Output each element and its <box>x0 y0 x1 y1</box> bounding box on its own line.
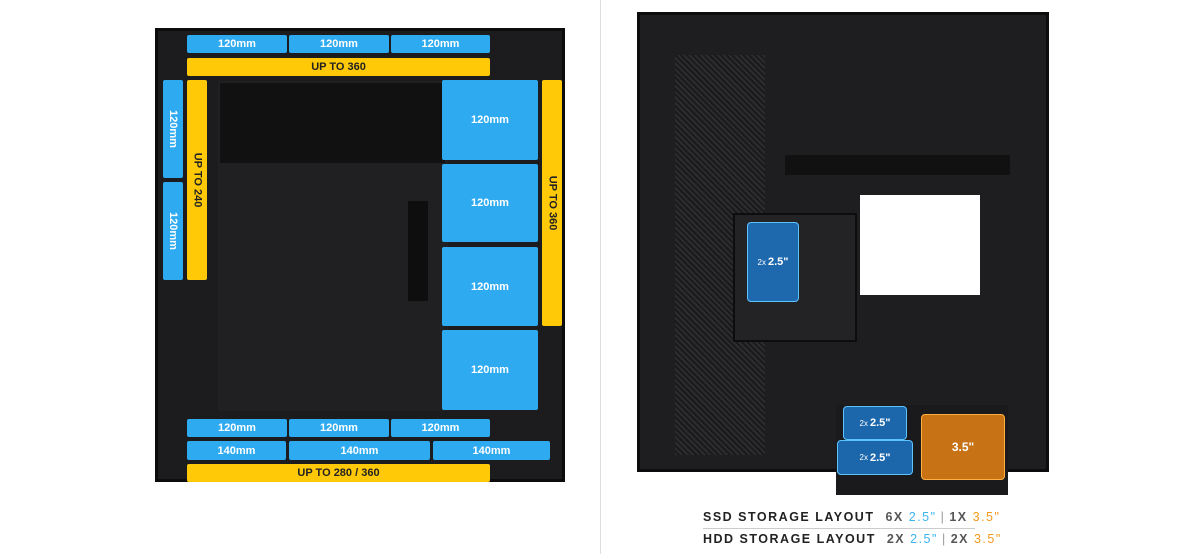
rear-fan-1-label: 120mm <box>167 110 180 148</box>
rear-fan-2: 120mm <box>163 182 183 280</box>
top-fan-3: 120mm <box>391 35 490 53</box>
side-radiator: UP TO 360 <box>542 80 562 326</box>
legend-b-count: 1X <box>949 510 968 524</box>
legend-a-count: 2X <box>886 532 906 546</box>
legend-a-size: 2.5" <box>910 532 938 546</box>
ssd-storage-layout: SSD STORAGE LAYOUT 6X 2.5"|1X 3.5" <box>703 510 1001 524</box>
legend-b-count: 2X <box>950 532 969 546</box>
side-fan-1: 120mm <box>442 80 538 160</box>
top-fan-2: 120mm <box>289 35 389 53</box>
bottom-ssd-2-count: 2x <box>859 453 868 462</box>
side-fan-3: 120mm <box>442 247 538 326</box>
hdd-storage-layout: HDD STORAGE LAYOUT 2X 2.5"|2X 3.5" <box>703 532 1002 546</box>
bottom-ssd-2-size: 2.5" <box>869 451 891 464</box>
legend-divider <box>703 528 975 529</box>
rear-fan-2-label: 120mm <box>167 212 180 250</box>
bottom-fan-120-2: 120mm <box>289 419 389 437</box>
side-fan-4: 120mm <box>442 330 538 410</box>
bottom-ssd-1-count: 2x <box>859 418 868 428</box>
bottom-radiator: UP TO 280 / 360 <box>187 464 490 482</box>
bottom-hdd-size: 3.5" <box>951 440 975 454</box>
rear-radiator-label: UP TO 240 <box>191 152 203 208</box>
legend-a-size: 2.5" <box>908 510 937 524</box>
rear-fan-1: 120mm <box>163 80 183 178</box>
legend-a-count: 6X <box>885 510 904 524</box>
bottom-ssd-1-size: 2.5" <box>869 417 891 429</box>
legend-b-size: 3.5" <box>973 532 1002 546</box>
side-fan-2: 120mm <box>442 164 538 242</box>
top-shelf <box>785 155 1010 175</box>
divider <box>600 0 601 554</box>
side-radiator-label: UP TO 360 <box>546 175 558 231</box>
bottom-hdd: 3.5" <box>921 414 1005 480</box>
glass-window <box>860 195 980 295</box>
bottom-fan-140-3: 140mm <box>433 441 550 460</box>
bottom-fan-120-1: 120mm <box>187 419 287 437</box>
bottom-fan-140-1: 140mm <box>187 441 286 460</box>
legend-label: HDD STORAGE LAYOUT <box>703 532 876 546</box>
legend-label: SSD STORAGE LAYOUT <box>703 510 875 524</box>
psu-shroud-top <box>220 83 445 163</box>
rear-radiator: UP TO 240 <box>187 80 207 280</box>
bracket-ssd-count: 2x <box>757 257 766 267</box>
cable-cutout <box>408 201 428 301</box>
top-radiator: UP TO 360 <box>187 58 490 76</box>
bracket-ssd-size: 2.5" <box>767 256 789 268</box>
legend-b-size: 3.5" <box>972 510 1001 524</box>
bottom-fan-140-2: 140mm <box>289 441 430 460</box>
bottom-fan-120-3: 120mm <box>391 419 490 437</box>
top-fan-1: 120mm <box>187 35 287 53</box>
